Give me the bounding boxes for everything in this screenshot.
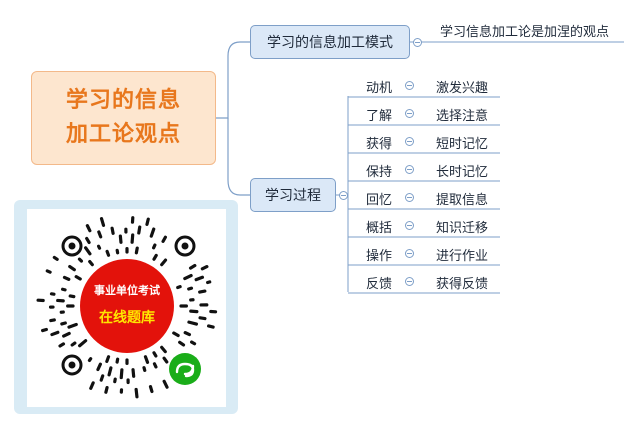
branch-process-node[interactable]: 学习过程 [250,178,336,212]
root-title-line1: 学习的信息 [65,88,181,113]
stage-label[interactable]: 动机 [366,81,393,96]
branch-process-label: 学习过程 [265,188,321,204]
stage-desc[interactable]: 激发兴趣 [436,81,489,96]
collapse-icon[interactable] [405,109,414,118]
finder-pattern-icon [61,235,196,376]
branch-model-leaf[interactable]: 学习信息加工论是加涅的观点 [440,25,610,40]
stage-label[interactable]: 保持 [366,165,393,180]
stage-desc[interactable]: 短时记忆 [436,137,489,152]
collapse-icon[interactable] [413,38,422,47]
stage-desc[interactable]: 提取信息 [436,193,489,208]
stage-desc[interactable]: 长时记忆 [436,165,489,180]
collapse-icon[interactable] [405,137,414,146]
stage-label[interactable]: 回忆 [366,193,393,208]
stage-label[interactable]: 操作 [366,249,393,264]
branch-model-node[interactable]: 学习的信息加工模式 [250,25,410,59]
stage-label[interactable]: 概括 [366,221,393,236]
stage-desc[interactable]: 进行作业 [436,249,489,264]
stage-label[interactable]: 获得 [366,137,393,152]
collapse-icon[interactable] [405,221,414,230]
collapse-icon[interactable] [405,249,414,258]
collapse-icon[interactable] [405,193,414,202]
qr-subtitle: 在线题库 [99,309,155,326]
collapse-icon[interactable] [405,277,414,286]
stage-desc[interactable]: 选择注意 [436,109,489,124]
stage-desc[interactable]: 知识迁移 [436,221,489,236]
stage-label[interactable]: 了解 [366,109,393,124]
collapse-icon[interactable] [405,81,414,90]
branch-model-label: 学习的信息加工模式 [267,35,393,51]
stage-label[interactable]: 反馈 [366,277,393,292]
mini-program-code: 事业单位考试 在线题库 [36,216,218,399]
root-node[interactable]: 学习的信息 加工论观点 [31,71,216,165]
collapse-icon[interactable] [339,191,348,200]
mini-program-logo-icon [169,353,201,385]
root-title-line2: 加工论观点 [65,122,181,147]
qr-title: 事业单位考试 [94,283,160,297]
stage-desc[interactable]: 获得反馈 [436,277,489,292]
collapse-icon[interactable] [405,165,414,174]
